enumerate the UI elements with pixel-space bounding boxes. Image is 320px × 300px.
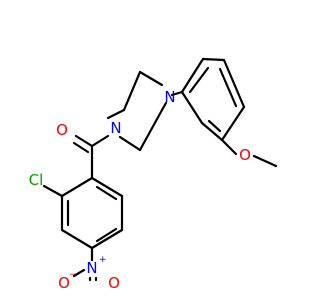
bond-ring2-6 — [90, 176, 124, 198]
bond-pip-5 — [160, 101, 168, 112]
bond-pip-2 — [122, 70, 142, 112]
bond-ring2-inner-b — [95, 227, 118, 243]
atom-n-nitro: N — [86, 259, 97, 277]
bond-ring1-1 — [220, 105, 246, 142]
bond-ring1-6 — [200, 121, 224, 142]
bond-ring2-4 — [90, 228, 124, 250]
atom-o-carbonyl: O — [56, 121, 68, 139]
bond-ring2-inner-c — [95, 185, 118, 201]
charge-nitro-o: − — [69, 270, 77, 280]
atom-cl: Cl — [29, 171, 44, 189]
bond-ring1-inner-c — [207, 119, 222, 133]
bond-pip-1 — [138, 70, 164, 87]
bond-aryl-n — [170, 90, 184, 97]
bond-carbonyl-o-2 — [72, 141, 90, 154]
bond-ring1-3 — [201, 57, 226, 62]
bond-nitro-o-single — [72, 268, 86, 278]
atom-n-pip-left: N — [110, 119, 121, 137]
atom-n-pip-right: N — [164, 88, 175, 106]
atom-o-nitro-double: O — [108, 274, 120, 292]
bond-c-cl — [42, 184, 64, 198]
bond-ring1-inner-b — [188, 66, 210, 94]
molecule-diagram: O Cl N N O N + O − O — [29, 57, 278, 292]
bond-ring1-4 — [180, 57, 205, 94]
bond-carbonyl-o-1 — [74, 134, 94, 148]
bond-n-carbonyl — [90, 134, 110, 148]
bond-pip-6 — [106, 108, 126, 120]
bond-ring1-5 — [180, 90, 204, 125]
bond-ring1-inner-a — [218, 67, 238, 108]
charge-nitro-n: + — [99, 255, 107, 265]
bond-pip-4 — [138, 108, 164, 152]
bond-ring1-2 — [222, 58, 246, 109]
bond-ring2-3 — [60, 228, 94, 250]
bond-methyl-o — [252, 154, 278, 168]
structure-svg: O Cl N N O N + O − O — [29, 57, 278, 292]
atom-o-nitro-single: O — [58, 274, 70, 292]
atom-o-methoxy: O — [239, 146, 251, 164]
bond-pip-3 — [118, 135, 142, 152]
bond-ring2-1 — [60, 176, 94, 198]
bond-o-aryl — [220, 138, 238, 156]
